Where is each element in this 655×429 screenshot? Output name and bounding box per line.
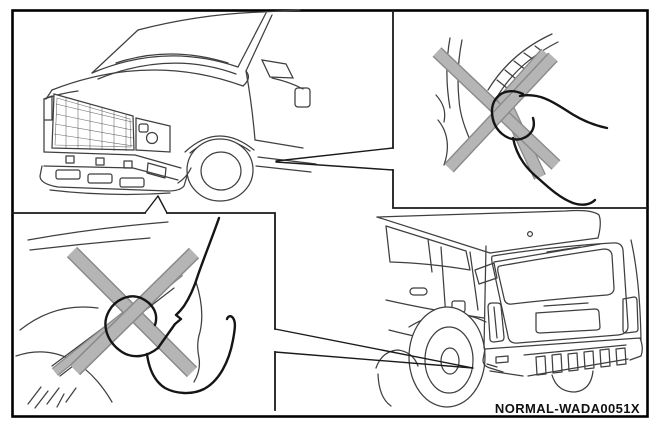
side-mirror [260, 59, 295, 79]
prohibition-x-icon [432, 47, 561, 173]
tow-rope [104, 216, 237, 395]
front-wheel [186, 138, 254, 202]
front-bumper [39, 151, 192, 196]
rear-bumper [482, 337, 643, 393]
tow-rope [490, 90, 609, 206]
leader-panel-to-rear-bumper [274, 328, 474, 369]
side-windows [385, 225, 498, 285]
rear-vehicle-illustration [375, 209, 643, 408]
figure-code-label: NORMAL-WADA0051X [494, 401, 640, 416]
front-grille [43, 93, 135, 153]
door-handle [409, 287, 428, 296]
roof-antenna [526, 230, 534, 238]
bumper-lines [15, 221, 203, 409]
rear-wheel [408, 306, 487, 408]
license-plate-recess [535, 308, 601, 334]
prohibition-x-icon [66, 246, 200, 378]
taillight-right [622, 296, 639, 334]
headlamp-right [135, 117, 171, 153]
callout-panel-bumper [12, 212, 276, 411]
headlamp-left [43, 95, 53, 121]
front-vehicle-illustration [39, 9, 317, 202]
callout-panel-underbody [392, 10, 649, 209]
leader-sill-to-panel [275, 147, 394, 171]
taillight-left [487, 302, 505, 343]
tailgate [483, 239, 642, 349]
leader-front-bumper-to-panel [144, 195, 168, 214]
